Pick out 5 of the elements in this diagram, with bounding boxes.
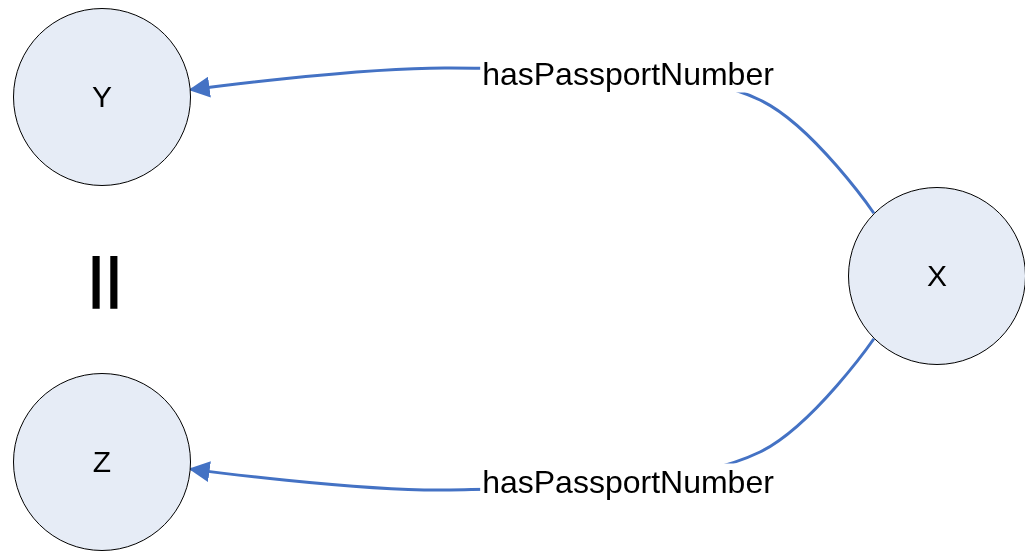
equality-sign: ||	[88, 243, 124, 309]
edge-label: hasPassportNumber	[480, 463, 776, 501]
node-label: Z	[92, 445, 112, 479]
node-label: Y	[92, 80, 112, 114]
node-label: X	[927, 259, 947, 293]
